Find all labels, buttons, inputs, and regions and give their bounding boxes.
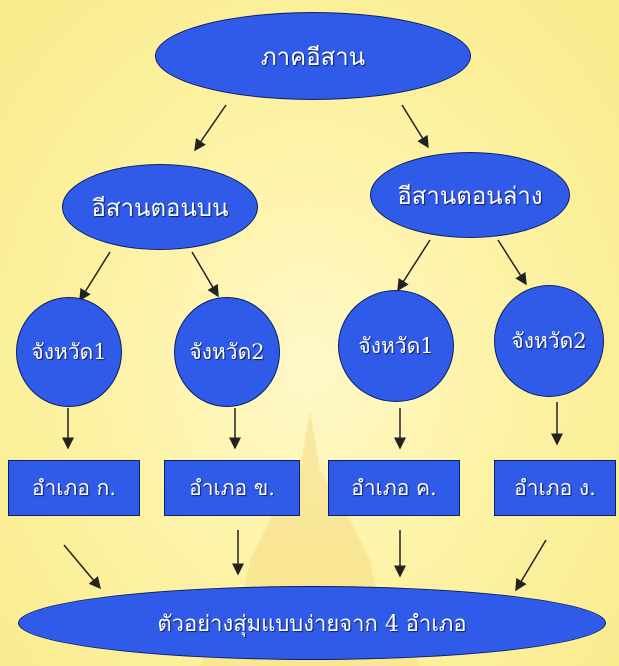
result-node: ตัวอย่างสุ่มแบบง่ายจาก 4 อำเภอ (18, 586, 606, 660)
province-label-3: จังหวัด1 (358, 333, 434, 358)
region-upper-node: อีสานตอนบน (62, 164, 258, 250)
district-label-2: อำเภอ ข. (189, 475, 275, 500)
arrow-lower-p2 (497, 239, 527, 286)
province-node-3: จังหวัด1 (338, 290, 454, 402)
arrow-lower-p1 (397, 239, 431, 292)
region-lower-label: อีสานตอนล่าง (397, 181, 543, 210)
district-node-2: อำเภอ ข. (164, 460, 300, 516)
district-node-4: อำเภอ ง. (494, 460, 616, 516)
arrow-d1-result (63, 544, 101, 590)
province-label-4: จังหวัด2 (511, 328, 587, 353)
province-label-2: จังหวัด2 (189, 339, 265, 364)
district-node-1: อำเภอ ก. (8, 460, 140, 516)
arrow-root-right (401, 104, 429, 149)
district-label-3: อำเภอ ค. (351, 475, 437, 500)
result-label: ตัวอย่างสุ่มแบบง่ายจาก 4 อำเภอ (157, 611, 467, 637)
province-node-4: จังหวัด2 (494, 285, 604, 397)
district-label-4: อำเภอ ง. (514, 475, 596, 500)
root-node: ภาคอีสาน (155, 12, 471, 100)
district-node-3: อำเภอ ค. (328, 460, 460, 516)
province-label-1: จังหวัด1 (31, 339, 107, 364)
province-node-1: จังหวัด1 (16, 297, 122, 407)
root-node-label: ภาคอีสาน (260, 42, 366, 71)
arrow-upper-p2 (191, 251, 219, 298)
province-node-2: จังหวัด2 (174, 297, 280, 407)
region-lower-node: อีสานตอนล่าง (370, 152, 570, 238)
arrow-d4-result (515, 539, 547, 592)
district-label-1: อำเภอ ก. (31, 475, 117, 500)
arrow-root-left (194, 104, 227, 152)
region-upper-label: อีสานตอนบน (91, 193, 229, 222)
arrow-upper-p1 (79, 251, 111, 302)
